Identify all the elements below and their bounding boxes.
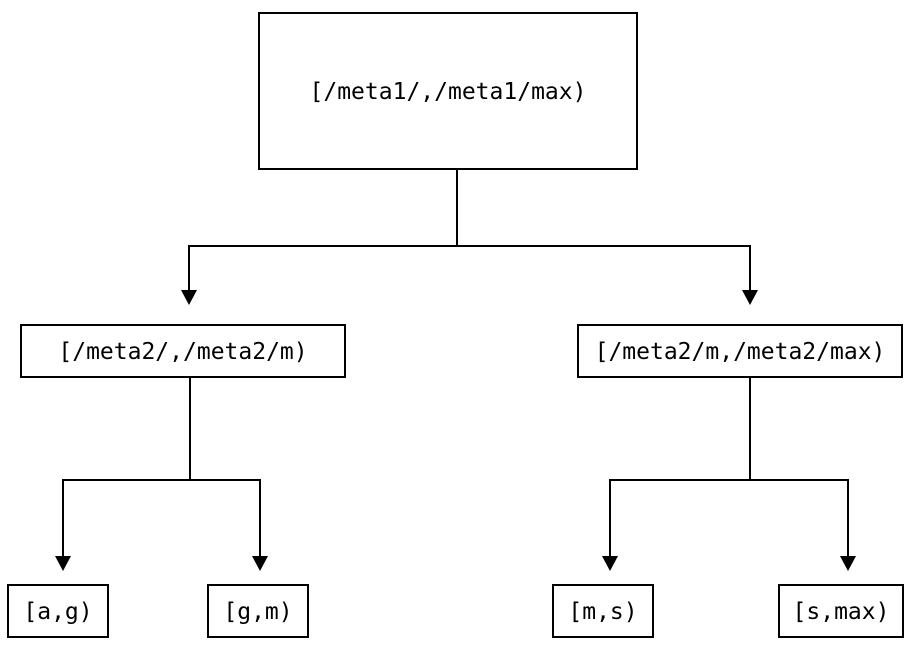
arrowhead-to-leaf-ms: [602, 556, 618, 571]
node-leaf-gm-label: [g,m): [223, 599, 292, 625]
edge-mid-left-to-leaf-ag: [55, 377, 261, 571]
edge-root-to-mid-right: [742, 246, 758, 305]
edge-mid-right-to-leaf-smax: [840, 480, 856, 571]
node-leaf-ms-label: [m,s): [568, 599, 637, 625]
edge-mid-right-to-leaf-ms: [602, 377, 849, 571]
node-mid-right[interactable]: [/meta2/m,/meta2/max): [577, 324, 903, 378]
node-leaf-ag-box[interactable]: [7, 584, 109, 638]
node-leaf-ms-box[interactable]: [552, 584, 654, 638]
arrowhead-to-leaf-ag: [55, 556, 71, 571]
node-leaf-smax[interactable]: [s,max): [778, 584, 904, 638]
arrowhead-to-leaf-smax: [840, 556, 856, 571]
node-mid-right-label: [/meta2/m,/meta2/max): [595, 339, 886, 365]
node-leaf-gm[interactable]: [g,m): [207, 584, 309, 638]
arrowhead-to-leaf-gm: [252, 556, 268, 571]
node-leaf-ag[interactable]: [a,g): [7, 584, 109, 638]
node-mid-left[interactable]: [/meta2/,/meta2/m): [20, 324, 346, 378]
edge-root-to-mid-left: [181, 169, 751, 305]
node-leaf-gm-box[interactable]: [207, 584, 309, 638]
node-leaf-smax-box[interactable]: [778, 584, 904, 638]
arrowhead-to-mid-left: [181, 290, 197, 305]
node-mid-right-box[interactable]: [577, 324, 903, 378]
edge-mid-left-to-leaf-gm: [252, 480, 268, 571]
node-leaf-ms[interactable]: [m,s): [552, 584, 654, 638]
node-mid-left-label: [/meta2/,/meta2/m): [58, 339, 307, 365]
node-mid-left-box[interactable]: [20, 324, 346, 378]
node-leaf-smax-label: [s,max): [793, 599, 890, 625]
node-leaf-ag-label: [a,g): [23, 599, 92, 625]
node-root[interactable]: [/meta1/,/meta1/max): [258, 12, 638, 170]
arrowhead-to-mid-right: [742, 290, 758, 305]
node-root-box[interactable]: [258, 12, 638, 170]
node-root-label: [/meta1/,/meta1/max): [310, 79, 587, 105]
